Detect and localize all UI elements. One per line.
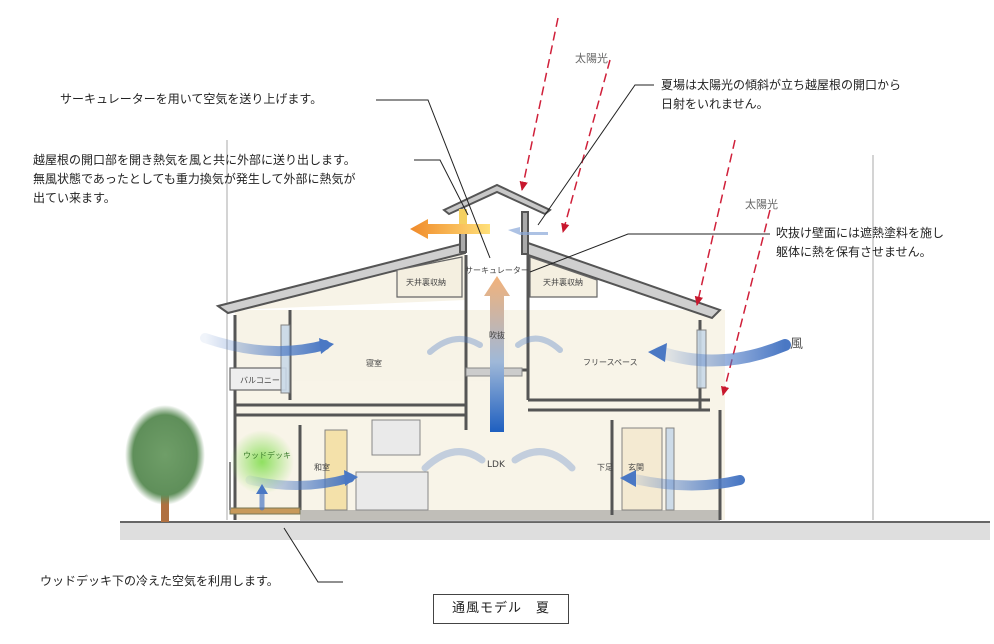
- wind-arrows: [200, 333, 791, 511]
- roof: [215, 241, 722, 320]
- note-wood-deck-air: ウッドデッキ下の冷えた空気を利用します。: [40, 574, 279, 588]
- entrance-label: 玄関: [628, 463, 644, 472]
- hot-air-out-arrow: [410, 219, 548, 239]
- japanese-room-label: 和室: [314, 463, 330, 472]
- rising-air-arrow: [484, 276, 510, 432]
- tree: [125, 405, 205, 522]
- kitchen-fixtures: [355, 367, 523, 511]
- attic-storages: [396, 256, 598, 298]
- wind-label: 風: [790, 337, 804, 352]
- ldk-label: LDK: [487, 460, 505, 470]
- balcony-label: バルコニー: [240, 376, 280, 385]
- diagram-caption: 通風モデル 夏: [433, 594, 569, 624]
- circulator-label: サーキュレーター: [465, 266, 529, 275]
- note-circulator: サーキュレーターを用いて空気を送り上げます。: [60, 92, 323, 106]
- note-summer-sun: 夏場は太陽光の傾斜が立ち越屋根の開口から 日射をいれません。: [661, 78, 902, 111]
- wood-deck-label: ウッドデッキ: [243, 451, 291, 460]
- attic-storage-right-label: 天井裏収納: [543, 278, 583, 287]
- leader-lines: [283, 84, 770, 583]
- void-shaft: [464, 255, 530, 430]
- property-lines: [226, 140, 874, 520]
- note-void-wall: 吹抜け壁面には遮熱塗料を施し 躯体に熱を保有させません。: [776, 226, 945, 259]
- sunlight-label: 太陽光: [575, 52, 608, 65]
- bedroom-label: 寝室: [366, 359, 382, 368]
- ground: [120, 510, 990, 540]
- note-clerestory-opening: 越屋根の開口部を開き熱気を風と共に外部に送り出します。 無風状態であったとしても…: [33, 153, 356, 205]
- free-space-label: フリースペース: [583, 358, 638, 367]
- attic-storage-left-label: 天井裏収納: [406, 278, 446, 287]
- shoe-storage-label: 下足: [597, 463, 613, 472]
- sunlight-label-2: 太陽光: [745, 198, 778, 211]
- void-label: 吹抜: [489, 331, 505, 340]
- clerestory-roof: [442, 183, 552, 255]
